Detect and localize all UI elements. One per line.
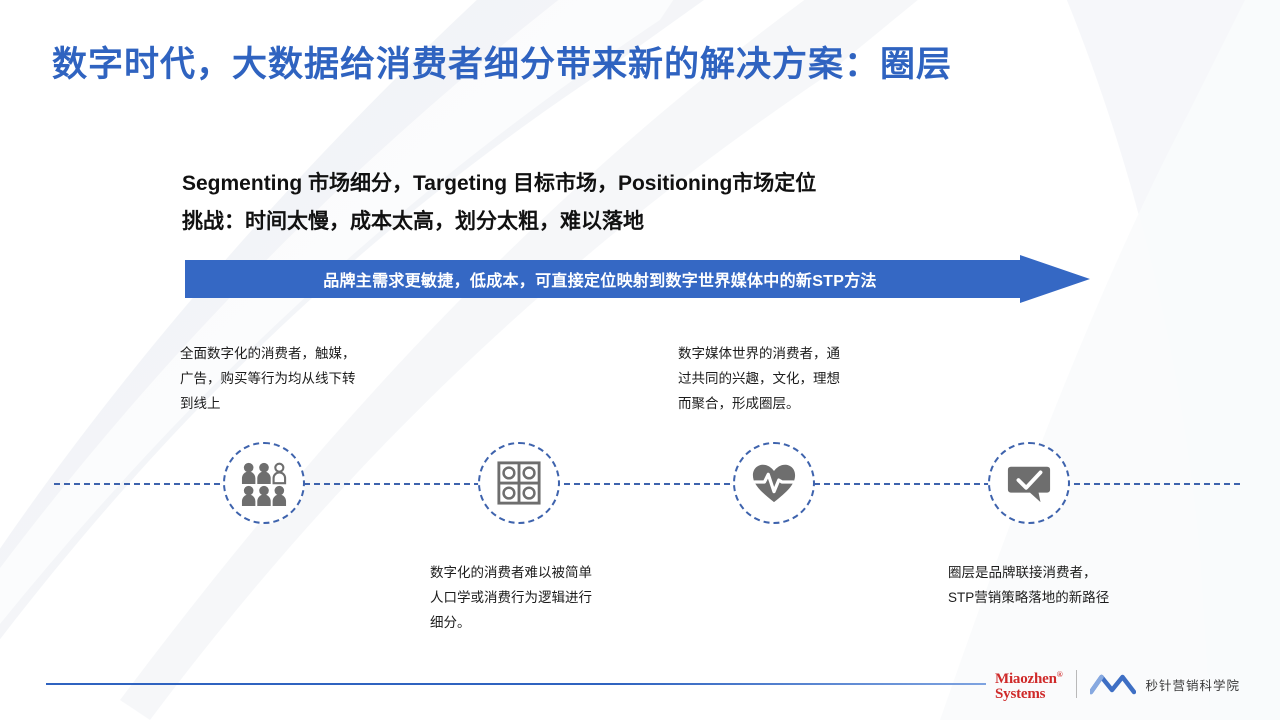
timeline-axis bbox=[54, 483, 1240, 485]
node-caption-4: 圈层是品牌联接消费者， STP营销策略落地的新路径 bbox=[948, 565, 1110, 605]
timeline-node-1[interactable] bbox=[223, 442, 305, 524]
miaozhen-logo-line2: Systems bbox=[995, 685, 1046, 702]
arrow-banner: 品牌主需求更敏捷，低成本，可直接定位映射到数字世界媒体中的新STP方法 bbox=[185, 255, 1090, 303]
subtitle-block: Segmenting 市场细分，Targeting 目标市场，Positioni… bbox=[182, 165, 816, 241]
timeline-node-3[interactable] bbox=[733, 442, 815, 524]
footer-logos: Miaozhen® Systems 秒针营销科学院 bbox=[995, 662, 1240, 706]
node-circle-3 bbox=[733, 442, 815, 524]
arrow-banner-label: 品牌主需求更敏捷，低成本，可直接定位映射到数字世界媒体中的新STP方法 bbox=[323, 273, 877, 290]
footer-divider bbox=[46, 683, 986, 685]
speech-bubble-check-icon bbox=[1007, 466, 1051, 503]
timeline-node-4[interactable] bbox=[988, 442, 1070, 524]
academy-chevron-mark-icon bbox=[1089, 674, 1136, 695]
academy-label: 秒针营销科学院 bbox=[1145, 678, 1241, 693]
heart-pulse-icon bbox=[752, 464, 796, 503]
node-caption-3: 数字媒体世界的消费者，通 过共同的兴趣，文化，理想 而聚合，形成圈层。 bbox=[678, 346, 840, 411]
registered-mark-icon: ® bbox=[1056, 669, 1063, 679]
subtitle-line-stp: Segmenting 市场细分，Targeting 目标市场，Positioni… bbox=[182, 172, 817, 195]
miaozhen-logo: Miaozhen® Systems bbox=[995, 667, 1063, 702]
page-title: 数字时代，大数据给消费者细分带来新的解决方案：圈层 bbox=[52, 45, 953, 84]
node-circle-2 bbox=[478, 442, 560, 524]
node-caption-1: 全面数字化的消费者，触媒， 广告，购买等行为均从线下转 到线上 bbox=[180, 346, 356, 411]
subtitle-line-challenge: 挑战：时间太慢，成本太高，划分太粗，难以落地 bbox=[182, 210, 644, 233]
node-caption-2: 数字化的消费者难以被简单 人口学或消费行为逻辑进行 细分。 bbox=[430, 565, 592, 630]
miaozhen-logo-line1: Miaozhen® bbox=[995, 669, 1063, 687]
people-group-icon bbox=[241, 462, 287, 506]
timeline-node-2[interactable] bbox=[478, 442, 560, 524]
grid-segments-icon bbox=[497, 461, 541, 505]
arrow-banner-shape bbox=[185, 255, 1090, 303]
logo-divider bbox=[1075, 670, 1077, 698]
